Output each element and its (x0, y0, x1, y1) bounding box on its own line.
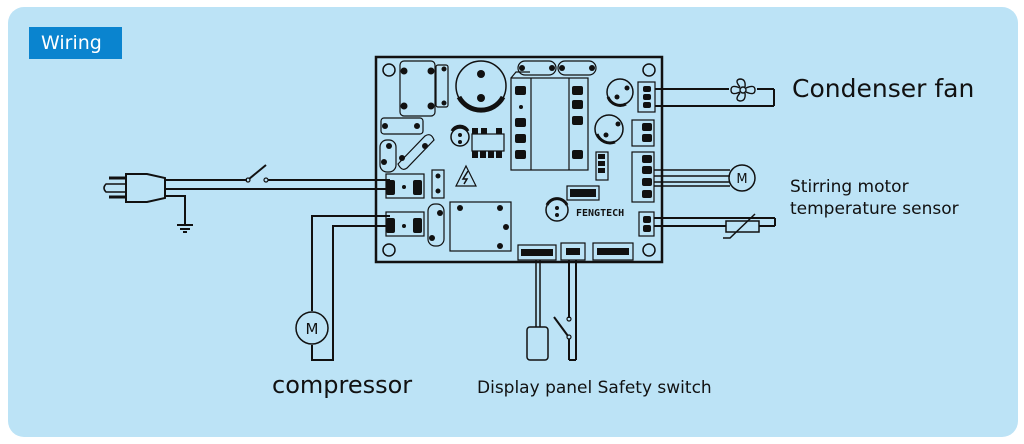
connector (631, 119, 655, 147)
safety-switch-connector (560, 242, 586, 261)
high-voltage-warning-icon (455, 164, 477, 187)
power-plug-icon (103, 173, 166, 203)
condenser-fan-label: Condenser fan (792, 74, 975, 103)
display-safety-label: Display panel Safety switch (477, 378, 712, 398)
component (397, 134, 435, 170)
stirring-motor-connector (631, 151, 655, 203)
svg-text:M: M (736, 172, 747, 187)
mounting-hole (382, 243, 396, 257)
resistor (380, 117, 424, 135)
section-title-badge: Wiring (29, 27, 122, 59)
board-outline (374, 55, 664, 264)
temperature-sensor-label: temperature sensor (790, 199, 959, 219)
fan-icon (730, 78, 756, 102)
display-connector (517, 244, 557, 261)
component (379, 139, 397, 173)
capacitor-large (455, 60, 507, 113)
display-panel-wire (535, 260, 541, 327)
relay-component (449, 201, 512, 252)
mounting-hole (642, 243, 656, 257)
stirring-motor-label: Stirring motor (790, 177, 909, 197)
stirring-motor-icon: M (728, 164, 756, 192)
display-panel-icon (526, 326, 549, 361)
stirring-motor-wires (654, 169, 730, 187)
board-brand: FENGTECH (576, 208, 624, 219)
compressor-wires (311, 215, 390, 361)
ic-chip (471, 133, 505, 152)
sensor-connector (638, 211, 655, 237)
thermistor-icon (723, 213, 760, 239)
pin-header (595, 151, 609, 181)
condenser-fan-wires (655, 88, 775, 107)
transistor (450, 127, 470, 147)
safety-switch-wires (553, 260, 577, 361)
component (431, 169, 445, 199)
main-relay (510, 71, 589, 171)
component (435, 64, 449, 108)
svg-text:M: M (306, 320, 319, 338)
temperature-sensor-wires (654, 217, 776, 227)
mounting-hole (382, 63, 396, 77)
control-board (374, 55, 664, 264)
connector (592, 242, 634, 261)
fuse (557, 60, 597, 76)
compressor-label: compressor (272, 371, 413, 399)
pin-header (566, 185, 600, 201)
compressor-motor-icon: M (295, 311, 329, 345)
stirring-motor-sensor-label: Stirring motor temperature sensor (790, 176, 959, 220)
power-line (165, 164, 390, 224)
relay-component (399, 60, 436, 117)
component (427, 203, 445, 247)
mounting-hole (642, 63, 656, 77)
ground-icon (177, 224, 193, 233)
fan-connector (637, 81, 656, 113)
fuse (517, 60, 557, 76)
wiring-panel (8, 7, 1018, 437)
